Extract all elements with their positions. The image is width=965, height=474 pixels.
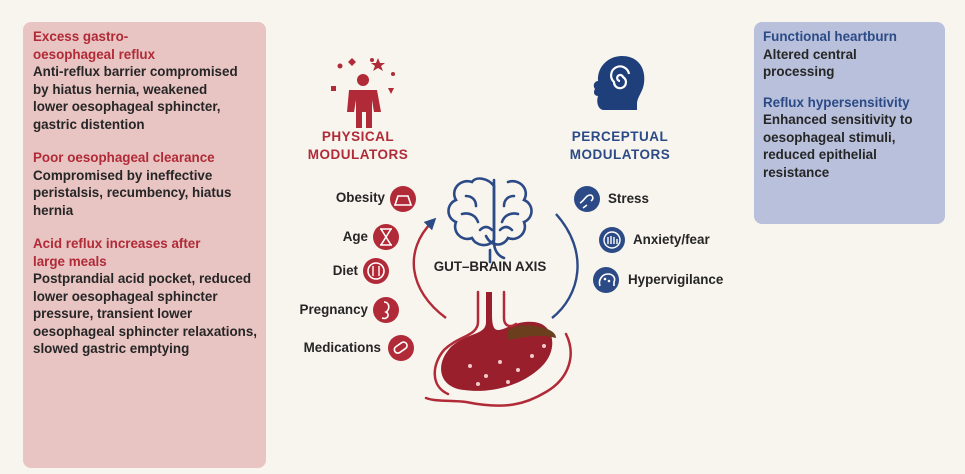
medications-label: Medications (241, 340, 381, 355)
medications-pill-icon (388, 335, 414, 361)
person-icon (331, 58, 395, 128)
stress-icon (574, 186, 600, 212)
brain-icon (449, 179, 532, 262)
anxiety-fear-label: Anxiety/fear (633, 232, 710, 247)
age-label: Age (228, 229, 368, 244)
perceptual-modulators-heading: PERCEPTUAL MODULATORS (548, 128, 692, 164)
age-hourglass-icon (373, 224, 399, 250)
anxiety-hand-icon (599, 227, 625, 253)
pregnancy-icon (373, 297, 399, 323)
stress-label: Stress (608, 191, 649, 206)
pregnancy-label: Pregnancy (228, 302, 368, 317)
gut-brain-axis-label: GUT–BRAIN AXIS (428, 259, 552, 274)
head-spiral-icon (594, 56, 645, 110)
hypervigilance-head-icon (593, 267, 619, 293)
obesity-label: Obesity (245, 190, 385, 205)
diet-label: Diet (218, 263, 358, 278)
obesity-icon (390, 186, 416, 212)
physical-modulators-heading: PHYSICAL MODULATORS (292, 128, 424, 164)
diet-plate-icon (363, 258, 389, 284)
brain-to-gut-arrow (552, 214, 578, 318)
hypervigilance-label: Hypervigilance (628, 272, 723, 287)
stomach-icon (426, 292, 571, 406)
